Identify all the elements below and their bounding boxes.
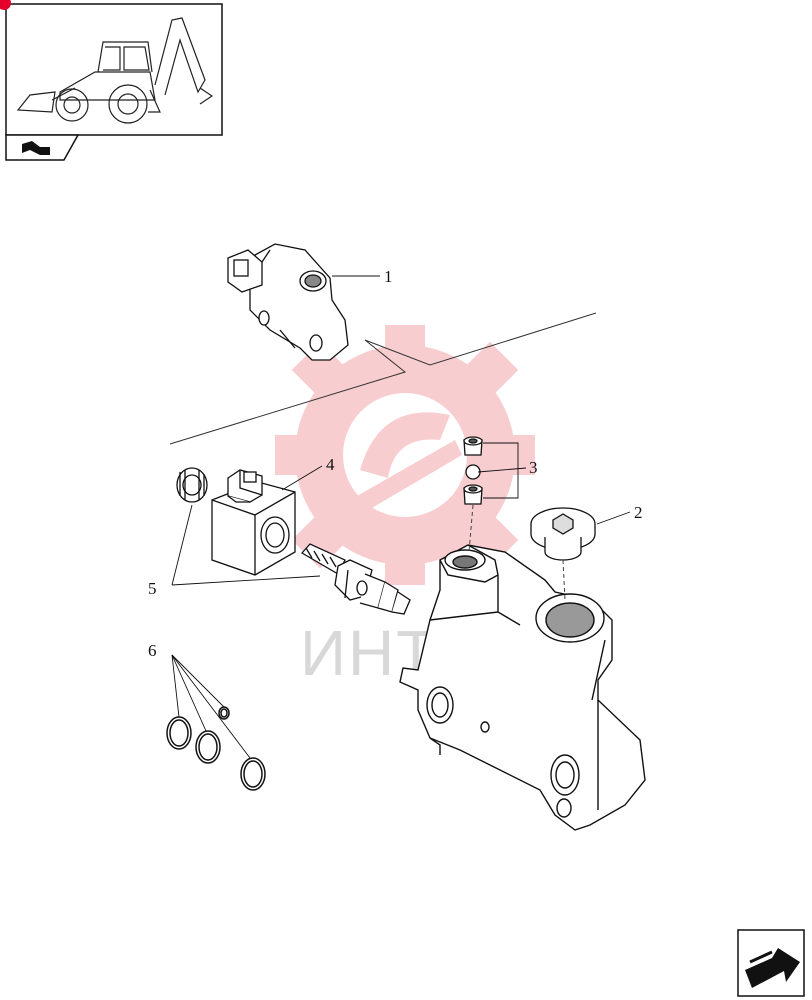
callout-6: 6 — [148, 641, 157, 660]
red-corner-mark — [0, 0, 11, 10]
cartridge-valve — [300, 543, 411, 615]
large-plug — [530, 507, 596, 561]
coil-nut — [176, 467, 208, 503]
valve-assembly-small — [227, 243, 349, 361]
leader-lines — [171, 275, 631, 759]
next-page-arrow-icon[interactable] — [737, 929, 805, 997]
callout-1: 1 — [384, 267, 393, 286]
separation-line — [169, 312, 597, 445]
solenoid-coil — [211, 469, 296, 576]
valve-body — [399, 544, 646, 831]
machine-thumbnail — [0, 0, 223, 161]
plug-set — [463, 436, 483, 505]
callout-4: 4 — [326, 455, 335, 474]
o-ring-set — [166, 706, 266, 791]
backhoe-loader-icon — [16, 17, 214, 124]
assembly-lines — [468, 504, 566, 601]
callout-2: 2 — [634, 503, 643, 522]
section-arrow-icon — [22, 141, 50, 155]
callout-5: 5 — [148, 579, 157, 598]
callout-3: 3 — [529, 458, 538, 477]
